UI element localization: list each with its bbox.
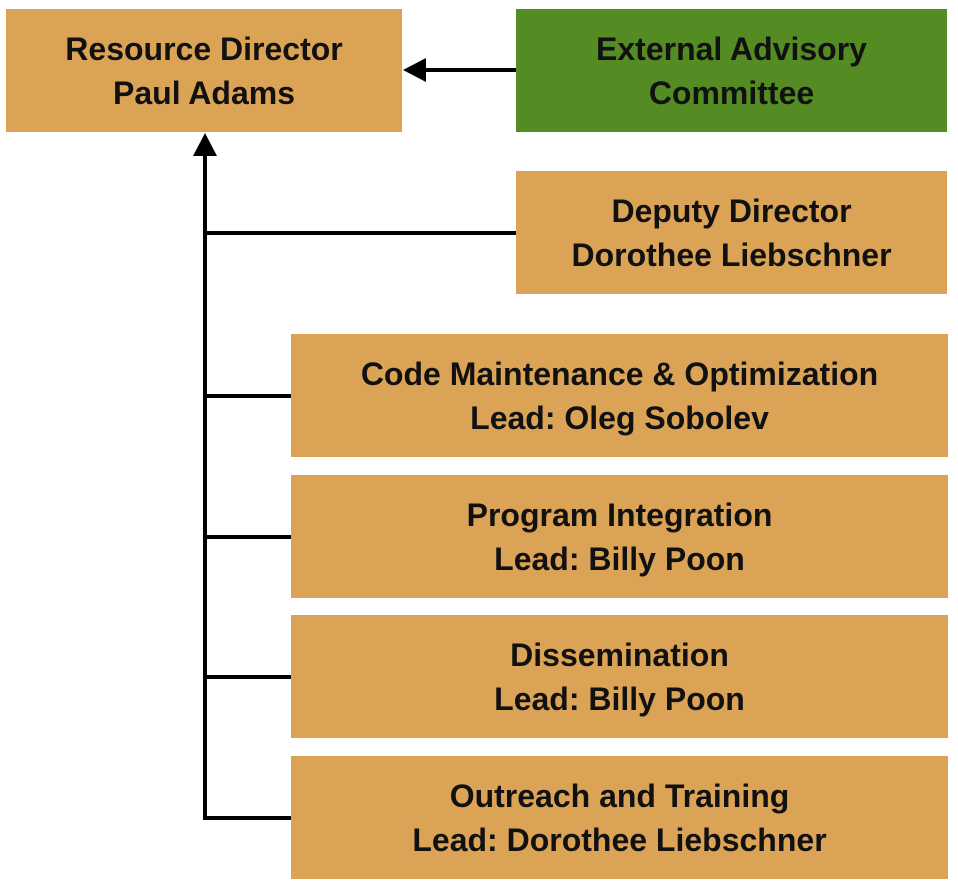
trunk-arrow-icon [193,133,217,156]
external-advisory-line1: External Advisory [596,30,867,67]
resource-director-name: Paul Adams [113,74,295,111]
team-lead: Lead: Billy Poon [494,680,745,717]
resource-director-box: Resource Director Paul Adams [6,9,402,132]
team-title: Outreach and Training [449,777,790,814]
external-advisory-line2: Committee [648,74,815,111]
team-box-outreach-training: Outreach and Training Lead: Dorothee Lie… [291,756,948,879]
team-lead: Lead: Oleg Sobolev [470,399,769,436]
external-advisory-box: External Advisory Committee [516,9,947,132]
team-lead: Lead: Billy Poon [494,540,745,577]
deputy-director-title: Deputy Director [611,192,852,229]
team-box-dissemination: Dissemination Lead: Billy Poon [291,615,948,738]
team-box-program-integration: Program Integration Lead: Billy Poon [291,475,948,598]
team-title: Program Integration [466,496,773,533]
deputy-director-box: Deputy Director Dorothee Liebschner [516,171,947,294]
team-box-code-maintenance: Code Maintenance & Optimization Lead: Ol… [291,334,948,457]
team-lead: Lead: Dorothee Liebschner [412,821,827,858]
team-title: Dissemination [510,636,729,673]
resource-director-title: Resource Director [65,30,343,67]
team-title: Code Maintenance & Optimization [360,355,879,392]
advisory-arrow-icon [403,58,426,82]
deputy-director-name: Dorothee Liebschner [571,236,892,273]
